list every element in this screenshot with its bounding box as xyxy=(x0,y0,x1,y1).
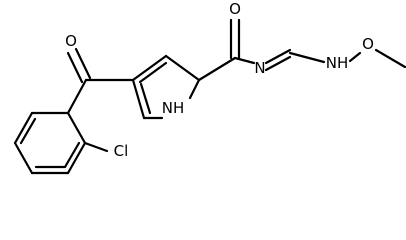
atom-o-amide: O xyxy=(229,0,241,18)
bond-ring-to-cl xyxy=(83,141,109,153)
bond-ketone-to-benzene xyxy=(66,78,88,115)
bond-ketone-co-b xyxy=(74,47,92,80)
bond-benzene-4 xyxy=(13,141,34,175)
bond-nh-to-o xyxy=(348,51,362,63)
atom-nh-pyrrole: NH xyxy=(162,99,185,117)
bond-pyrrole-to-amide xyxy=(197,56,237,82)
bond-o-to-methyl xyxy=(374,48,406,69)
atom-nh-amine: NH xyxy=(326,54,349,72)
atom-o-methoxy: O xyxy=(362,35,374,53)
atom-labels: O O N NH O NH Cl xyxy=(65,0,374,160)
bond-pyrrole-c5-c4-inner xyxy=(139,82,152,115)
bond-pyrrole-c2-n xyxy=(188,78,201,100)
bond-imine-b xyxy=(264,55,292,72)
bond-benzene-inner-2 xyxy=(19,117,37,145)
bond-ketone-co-a xyxy=(66,51,84,84)
bond-amide-to-n xyxy=(233,56,256,65)
bonds xyxy=(13,18,406,175)
atom-o-ketone: O xyxy=(65,32,77,50)
bond-benzene-inner-1 xyxy=(63,141,81,169)
bond-pyrrole-c3-c2 xyxy=(164,54,201,82)
bond-benzene-1 xyxy=(66,111,87,145)
atom-n-imine: N xyxy=(254,59,265,77)
bond-pyrrole-c3-c3-inner xyxy=(138,61,168,84)
bond-pyrrole-c5-c4 xyxy=(131,78,146,120)
atom-chlorine: Cl xyxy=(114,142,129,160)
bond-ch-to-nh xyxy=(288,51,326,64)
chemical-structure: O O N NH O NH Cl xyxy=(13,0,406,175)
bond-benzene-2 xyxy=(66,141,87,175)
bond-pyrrole-c4-c3 xyxy=(131,54,168,82)
bond-imine-a xyxy=(264,48,292,65)
bond-benzene-5 xyxy=(13,111,34,145)
